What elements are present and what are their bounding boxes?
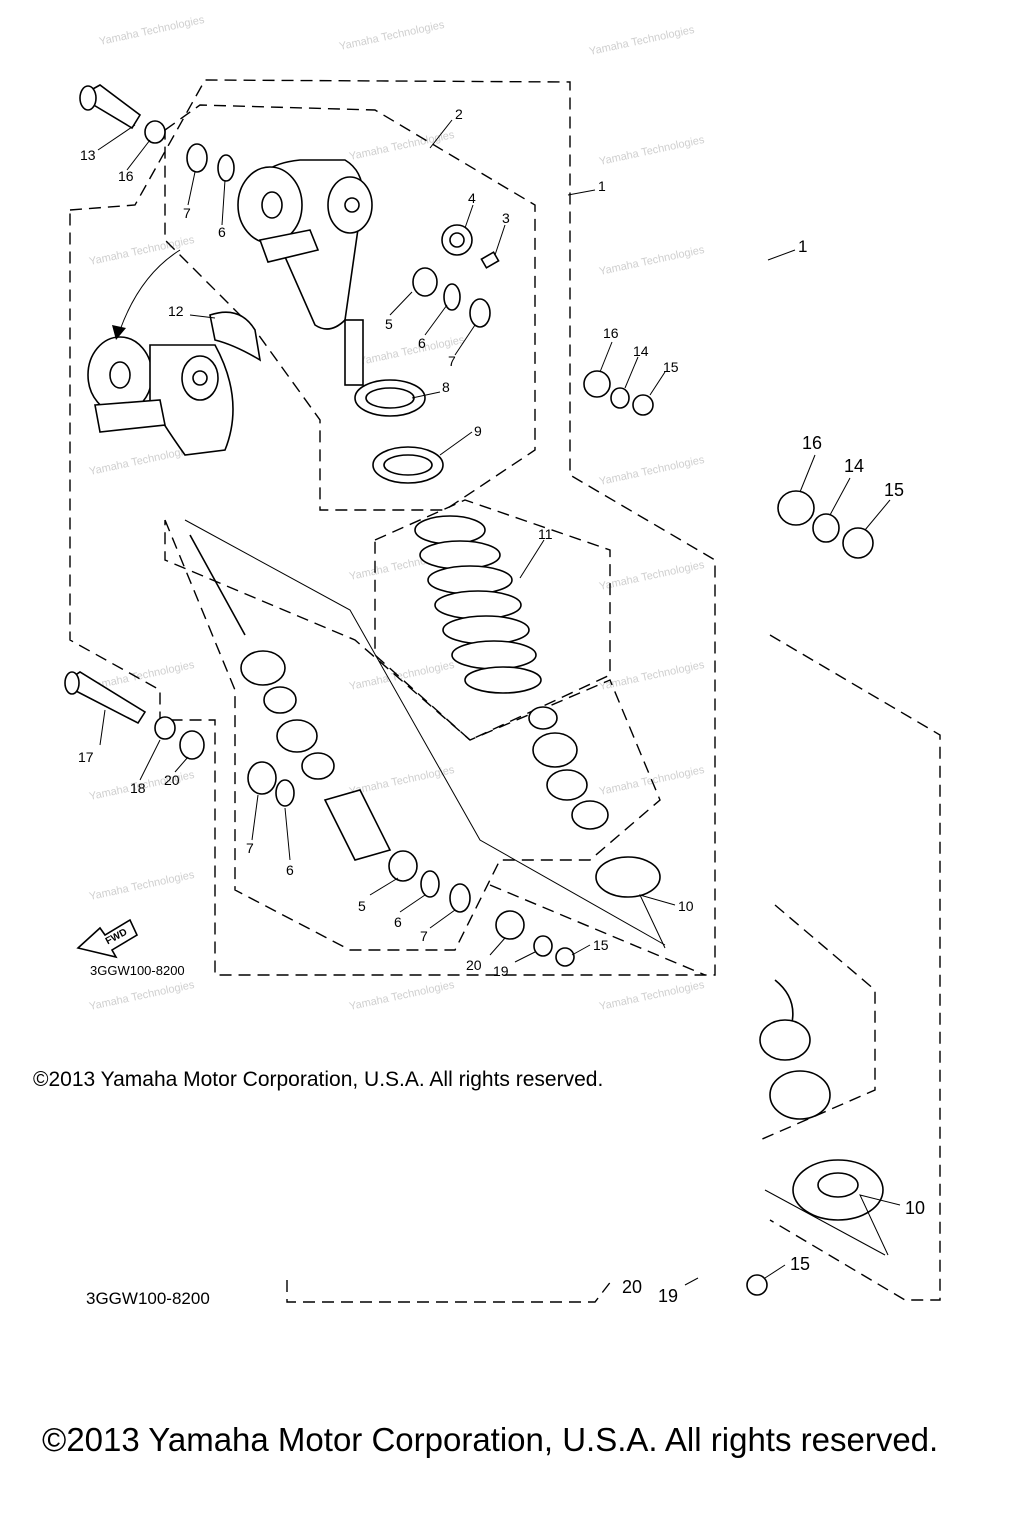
part-label-6: 6 xyxy=(218,224,226,240)
fwd-arrow-icon: FWD xyxy=(76,918,139,959)
watermark: Yamaha Technologies xyxy=(598,454,706,488)
assembly-outlines xyxy=(69,79,941,1303)
part-label-15: 15 xyxy=(790,1254,810,1274)
part-label-20: 20 xyxy=(164,772,180,788)
diagonal-guide-line xyxy=(184,519,666,946)
watermark: Yamaha Technologies xyxy=(88,979,196,1013)
part-label-7: 7 xyxy=(448,353,456,369)
part-label-20: 20 xyxy=(622,1277,642,1297)
part-label-12: 12 xyxy=(168,303,184,319)
watermark: Yamaha Technologies xyxy=(98,14,206,48)
part-label-5: 5 xyxy=(385,316,393,332)
part-label-10: 10 xyxy=(678,898,694,914)
part-label-2: 2 xyxy=(455,106,463,122)
part-label-15: 15 xyxy=(663,359,679,375)
diagonal-guide-line-large xyxy=(764,1189,886,1256)
watermark: Yamaha Technologies xyxy=(598,559,706,593)
outline-damper-rod xyxy=(164,519,661,951)
part-label-15: 15 xyxy=(593,937,609,953)
part-label-6: 6 xyxy=(286,862,294,878)
outline-bottom-small xyxy=(489,884,706,976)
part-label-1: 1 xyxy=(598,178,606,194)
reservoir-assembly xyxy=(87,249,262,456)
outline-assembly-2 xyxy=(164,104,536,511)
part-label-5: 5 xyxy=(358,898,366,914)
bolts xyxy=(64,84,147,725)
watermark: Yamaha Technologies xyxy=(348,979,456,1013)
part-label-1: 1 xyxy=(798,237,807,256)
copyright-small: ©2013 Yamaha Motor Corporation, U.S.A. A… xyxy=(33,1068,603,1091)
outline-bottom-large xyxy=(286,1279,613,1303)
part-label-14: 14 xyxy=(844,456,864,476)
part-label-15: 15 xyxy=(884,480,904,500)
adjuster-assembly xyxy=(441,224,500,269)
watermark: Yamaha Technologies xyxy=(348,129,456,163)
small-parts xyxy=(144,120,874,559)
part-label-19: 19 xyxy=(658,1286,678,1306)
part-label-8: 8 xyxy=(442,379,450,395)
watermark: Yamaha Technologies xyxy=(598,134,706,168)
part-label-14: 14 xyxy=(633,343,649,359)
part-label-17: 17 xyxy=(78,749,94,765)
watermark: Yamaha Technologies xyxy=(348,659,456,693)
part-label-11: 11 xyxy=(538,526,553,542)
part-label-16: 16 xyxy=(603,325,619,341)
watermark: Yamaha Technologies xyxy=(598,979,706,1013)
part-label-20: 20 xyxy=(466,957,482,973)
diagram-code-large: 3GGW100-8200 xyxy=(86,1289,210,1308)
damper-rod-assembly xyxy=(154,534,661,967)
part-label-3: 3 xyxy=(502,210,510,226)
shock-absorber-upper xyxy=(237,159,373,386)
part-label-9: 9 xyxy=(474,423,482,439)
watermark: Yamaha Technologies xyxy=(598,659,706,693)
watermark: Yamaha Technologies xyxy=(88,234,196,268)
outline-spring xyxy=(374,499,611,741)
part-labels: 2 1 1 4 3 5 6 7 8 9 11 12 13 16 7 6 16 1… xyxy=(78,106,925,1306)
leader-lines xyxy=(97,119,901,1286)
spring xyxy=(414,515,542,694)
part-label-6: 6 xyxy=(394,914,402,930)
watermark: Yamaha Technologies xyxy=(598,244,706,278)
part-label-13: 13 xyxy=(80,147,96,163)
copyright-large: ©2013 Yamaha Motor Corporation, U.S.A. A… xyxy=(42,1421,938,1458)
diagram-code-small: 3GGW100-8200 xyxy=(90,963,185,978)
part-label-16: 16 xyxy=(118,168,134,184)
outline-lower-right xyxy=(769,634,941,1301)
outline-assembly-1 xyxy=(69,79,716,976)
enlarged-detail xyxy=(746,979,884,1296)
part-label-4: 4 xyxy=(468,190,476,206)
watermark: Yamaha Technologies xyxy=(88,869,196,903)
part-label-18: 18 xyxy=(130,780,146,796)
part-label-10: 10 xyxy=(905,1198,925,1218)
watermark: Yamaha Technologies xyxy=(338,19,446,53)
part-label-16: 16 xyxy=(802,433,822,453)
part-label-6: 6 xyxy=(418,335,426,351)
part-label-7: 7 xyxy=(246,840,254,856)
part-label-19: 19 xyxy=(493,963,509,979)
watermark: Yamaha Technologies xyxy=(588,24,696,58)
part-label-7: 7 xyxy=(420,928,428,944)
part-label-7: 7 xyxy=(183,205,191,221)
